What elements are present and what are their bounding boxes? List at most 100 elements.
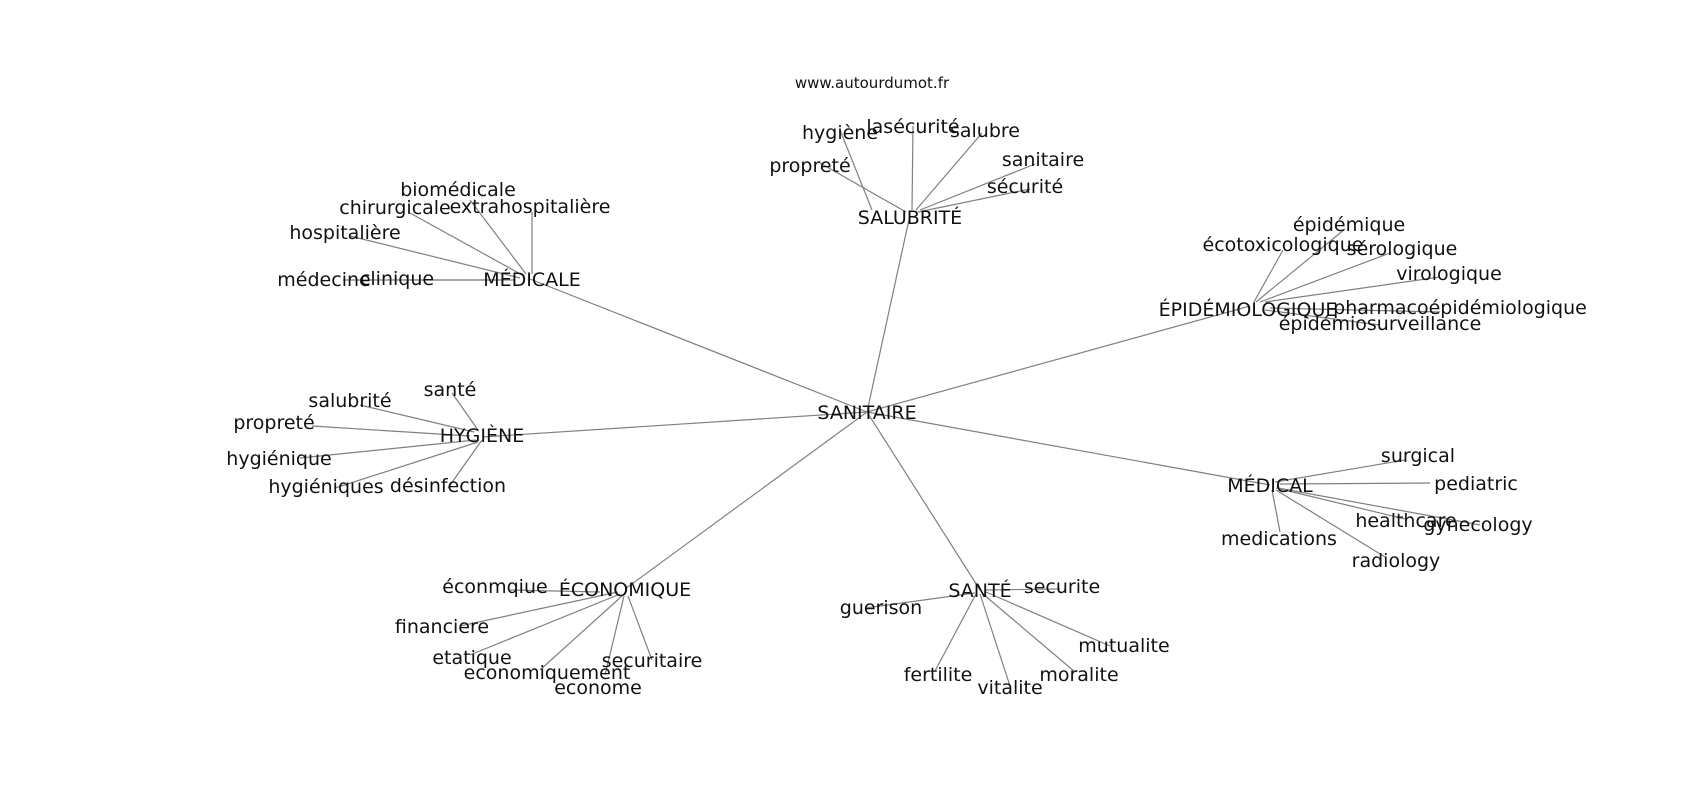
leaf-word: sanitaire	[1002, 149, 1084, 171]
center-edge	[529, 278, 868, 413]
word-edge	[539, 595, 623, 671]
word-edge	[509, 589, 601, 593]
leaf-word: moralite	[1039, 664, 1118, 686]
word-edge	[839, 129, 873, 211]
leaf-word: surgical	[1381, 445, 1455, 467]
leaf-word: lasécurité	[866, 116, 959, 138]
word-edge	[299, 439, 477, 459]
leaf-word: pediatric	[1434, 473, 1518, 495]
graph-labels: www.autourdumot.fr SANITAIRE hygiènelasé…	[226, 74, 1587, 699]
leaf-word: propreté	[769, 155, 850, 177]
leaf-word: chirurgicale	[339, 197, 451, 219]
leaf-word: virologique	[1396, 263, 1502, 285]
leaf-word: clinique	[360, 268, 434, 290]
leaf-word: financiere	[395, 616, 489, 638]
word-edge	[982, 593, 1076, 673]
word-edge	[911, 125, 914, 211]
leaf-word: salubrité	[308, 390, 391, 412]
leaf-word: épidémique	[1293, 214, 1405, 236]
word-edge	[1255, 228, 1346, 303]
word-edge	[604, 595, 625, 676]
leaf-word: hospitalière	[289, 222, 400, 244]
word-edge	[349, 235, 521, 279]
leaf-word: écotoxicologique	[1203, 234, 1364, 256]
cluster-word: SALUBRITÉ	[858, 206, 962, 229]
leaf-word: extrahospitalière	[450, 196, 611, 218]
word-edge	[1271, 489, 1281, 533]
word-edge	[864, 592, 976, 609]
center-edge	[866, 305, 1251, 413]
center-word: SANITAIRE	[817, 402, 916, 424]
leaf-word: securite	[1024, 576, 1100, 598]
center-edge	[866, 411, 981, 591]
leaf-word: salubre	[950, 120, 1020, 142]
leaf-word: hygiène	[802, 122, 878, 144]
word-edge	[915, 132, 983, 211]
leaf-word: hygiéniques	[268, 476, 383, 498]
center-edge	[866, 214, 911, 413]
word-edge	[334, 441, 479, 489]
word-edge	[1264, 309, 1381, 326]
leaf-word: etatique	[432, 647, 511, 669]
leaf-word: vitalite	[977, 677, 1042, 699]
cluster-word: SANTÉ	[948, 579, 1011, 602]
cluster-word: ÉCONOMIQUE	[559, 578, 691, 601]
leaf-word: propreté	[233, 412, 314, 434]
word-edge	[409, 212, 525, 277]
leaf-word: mutualite	[1078, 635, 1169, 657]
leaf-word: éconmqiue	[442, 576, 547, 598]
word-edge	[984, 588, 1061, 591]
leaf-word: santé	[424, 379, 477, 401]
word-edge	[1269, 307, 1441, 313]
word-edge	[451, 392, 479, 431]
leaf-word: biomédicale	[400, 179, 516, 201]
graph-edges	[299, 125, 1481, 687]
leaf-word: hygiénique	[226, 448, 331, 470]
cluster-word: ÉPIDÉMIOLOGIQUE	[1159, 298, 1338, 321]
word-edge	[1259, 252, 1391, 303]
leaf-word: healthcare	[1355, 510, 1456, 532]
word-edge	[469, 593, 621, 656]
word-edge	[934, 593, 977, 672]
leaf-word: désinfection	[390, 475, 506, 497]
word-edge	[919, 163, 1036, 211]
word-edge	[1279, 482, 1431, 485]
word-edge	[1277, 487, 1481, 526]
word-edge	[1275, 489, 1386, 558]
word-edge	[469, 199, 527, 275]
word-edge	[311, 425, 471, 437]
word-edge	[1253, 249, 1284, 303]
leaf-word: fertilite	[904, 664, 973, 686]
leaf-word: médecine	[277, 269, 370, 291]
word-edge	[917, 188, 1031, 213]
leaf-word: sécurité	[987, 176, 1063, 198]
word-edge	[447, 439, 483, 489]
leaf-word: sérologique	[1347, 238, 1458, 260]
center-edge	[866, 411, 1271, 486]
leaf-word: economiquement	[464, 662, 631, 684]
word-edge	[1274, 459, 1406, 483]
source-url: www.autourdumot.fr	[795, 74, 950, 92]
cluster-word: HYGIÈNE	[440, 424, 524, 447]
leaf-word: gynecology	[1423, 514, 1532, 536]
leaf-word: econome	[554, 677, 642, 699]
cluster-word: MÉDICAL	[1227, 474, 1313, 497]
leaf-word: épidémiosurveillance	[1279, 313, 1482, 335]
leaf-word: securitaire	[602, 650, 703, 672]
center-edge	[481, 411, 868, 438]
cluster-word: MÉDICALE	[483, 268, 581, 291]
leaf-word: guerison	[840, 597, 922, 619]
leaf-word: radiology	[1352, 550, 1441, 572]
word-edge	[359, 404, 475, 433]
word-edge	[459, 591, 619, 627]
center-edge	[624, 411, 868, 590]
leaf-word: medications	[1221, 528, 1337, 550]
word-edge	[1264, 276, 1441, 303]
word-edge	[819, 162, 907, 213]
word-edge	[1275, 487, 1406, 520]
leaf-word: pharmacoépidémiologique	[1333, 297, 1587, 319]
word-edge	[979, 593, 1011, 687]
word-edge	[627, 595, 653, 661]
word-edge	[985, 591, 1111, 647]
